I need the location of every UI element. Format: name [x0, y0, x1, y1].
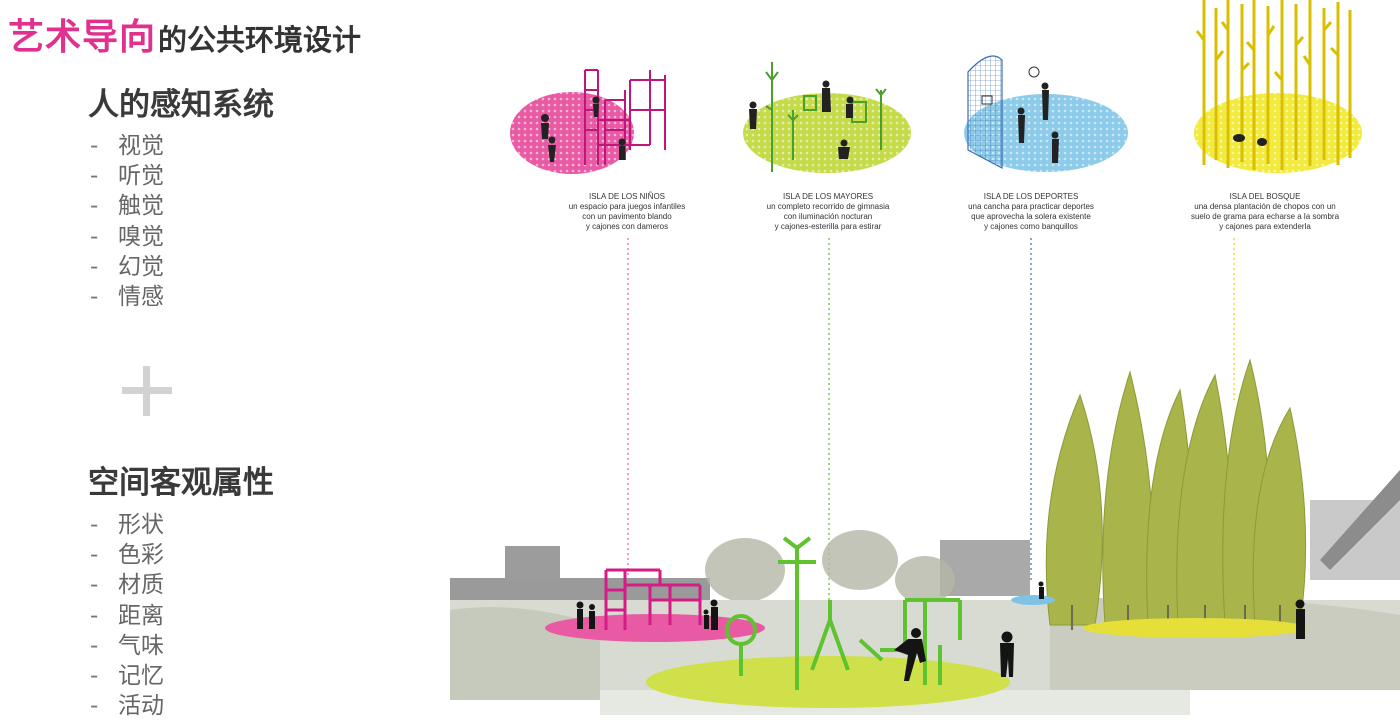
list-item: -活动 — [90, 693, 164, 720]
fitness-equipment — [725, 536, 962, 690]
caption-bosque: ISLA DEL BOSQUE una densa plantación de … — [1190, 192, 1340, 231]
ground-disc-ninos — [545, 614, 765, 642]
page-title: 艺术导向的公共环境设计 — [8, 14, 361, 58]
leader-lines — [627, 238, 1235, 620]
children-figures-icon — [541, 96, 626, 162]
island-bosque — [1194, 0, 1362, 173]
list-item: -情感 — [90, 283, 164, 310]
list-item: -气味 — [90, 632, 164, 659]
island-ninos — [510, 69, 666, 174]
list-item: -视觉 — [90, 133, 164, 159]
ground-disc-bosque — [1083, 618, 1307, 638]
poplar-trees — [1045, 358, 1307, 626]
play-frame — [604, 568, 702, 630]
players-figures-icon — [1017, 82, 1059, 163]
island-deportes — [964, 55, 1128, 172]
caption-mayores: ISLA DE LOS MAYORES un completo recorrid… — [766, 192, 890, 231]
perception-list: -视觉 -听觉 -触觉 -嗅觉 -幻觉 -情感 — [90, 131, 164, 312]
ground-disc-mayores — [646, 656, 1010, 708]
forest-figures-icon — [1233, 134, 1267, 146]
island-mayores — [743, 62, 911, 173]
playground-frame-icon — [584, 69, 666, 165]
basketball-fence-icon — [967, 55, 1003, 169]
list-item: -嗅觉 — [90, 223, 164, 250]
list-item: -听觉 — [90, 163, 164, 190]
list-item: -色彩 — [90, 542, 164, 569]
list-item: -材质 — [90, 572, 164, 599]
spatial-list: -形状 -色彩 -材质 -距离 -气味 -记忆 -活动 — [90, 510, 164, 721]
page-title-highlight: 艺术导向 — [8, 17, 157, 58]
section-heading-perception: 人的感知系统 — [88, 87, 274, 123]
list-item: -记忆 — [90, 662, 164, 689]
tree-trunks — [1071, 605, 1281, 630]
ground-disc-deportes — [1011, 595, 1055, 605]
caption-ninos: ISLA DE LOS NIÑOS un espacio para juegos… — [568, 192, 686, 231]
fitness-posts-icon — [765, 62, 887, 172]
people-silhouettes — [576, 581, 1305, 681]
caption-deportes: ISLA DE LOS DEPORTES una cancha para pra… — [968, 192, 1094, 231]
list-item: -幻觉 — [90, 253, 164, 280]
list-item: -距离 — [90, 602, 164, 629]
list-item: -触觉 — [90, 193, 164, 220]
section-heading-spatial: 空间客观属性 — [88, 465, 274, 501]
page-title-rest: 的公共环境设计 — [158, 23, 362, 57]
list-item: -形状 — [90, 512, 164, 538]
elderly-figures-icon — [749, 80, 854, 159]
poplar-trunks-icon — [1195, 0, 1352, 170]
plus-icon — [122, 366, 172, 416]
